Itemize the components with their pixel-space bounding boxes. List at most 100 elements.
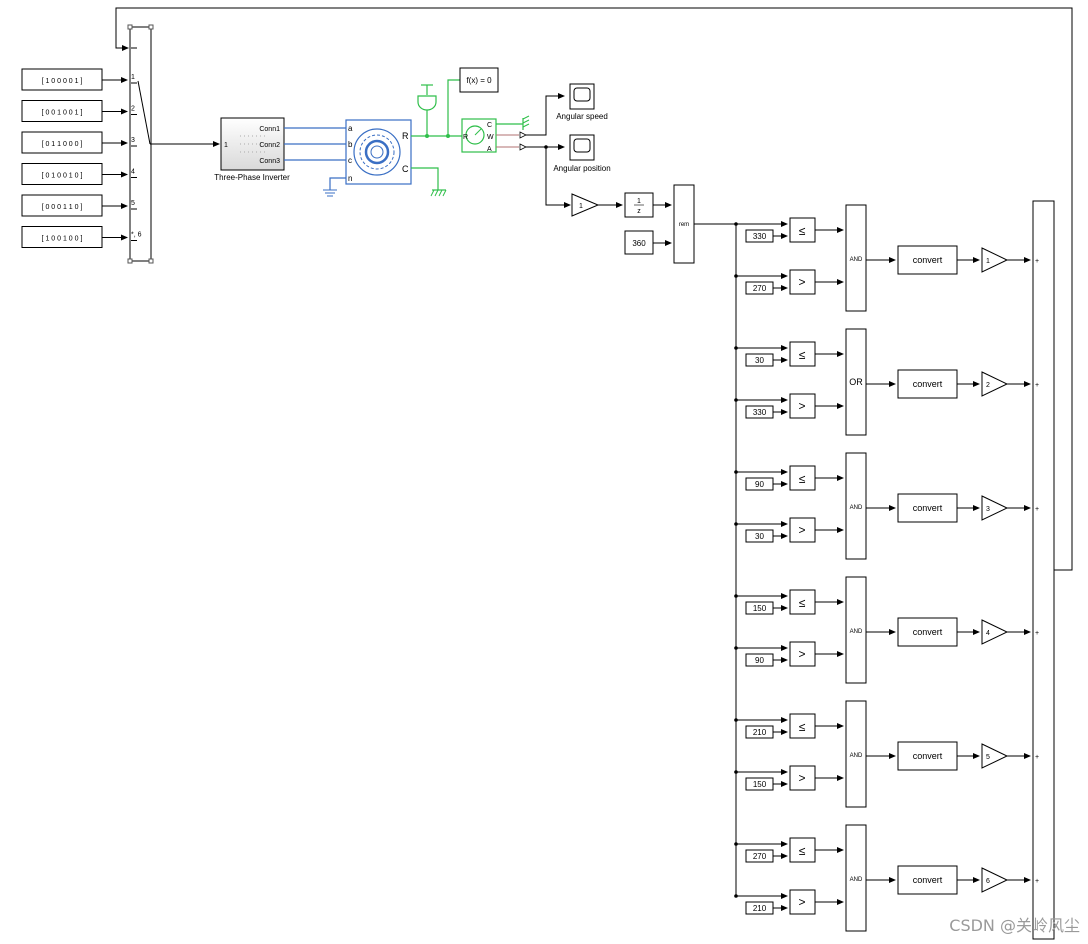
rem-block[interactable]: rem	[673, 184, 695, 264]
constant-210[interactable]: 210	[745, 725, 774, 739]
constant-vector-1[interactable]: [ 1 0 0 0 0 1 ]	[21, 68, 103, 91]
motor-port-c: c	[348, 156, 352, 165]
gain-6[interactable]: 6	[981, 867, 1009, 893]
constant-30[interactable]: 30	[745, 529, 774, 543]
constant-vector-label: [ 0 0 0 1 1 0 ]	[42, 204, 83, 211]
constant-30[interactable]: 30	[745, 353, 774, 367]
constant-vector-label: [ 0 1 1 0 0 0 ]	[42, 141, 83, 148]
constant-210[interactable]: 210	[745, 901, 774, 915]
gain-5[interactable]: 5	[981, 743, 1009, 769]
constant-vector-2[interactable]: [ 0 0 1 0 0 1 ]	[21, 100, 103, 122]
bldc-motor[interactable]: a b c n R C	[345, 119, 412, 185]
switch-port-label-1: 1	[131, 74, 135, 81]
compare-gt-block[interactable]: >	[789, 517, 816, 543]
data-type-convert-block[interactable]: convert	[897, 741, 958, 771]
constant-270[interactable]: 270	[745, 849, 774, 863]
gain-4[interactable]: 4	[981, 619, 1009, 645]
sum-input-sign: +	[1035, 754, 1039, 761]
constant-90[interactable]: 90	[745, 653, 774, 667]
sum-input-sign: +	[1035, 382, 1039, 389]
gain-3[interactable]: 3	[981, 495, 1009, 521]
convert-label: convert	[913, 627, 943, 637]
compare-gt-block[interactable]: >	[789, 641, 816, 667]
scope-angular-position[interactable]: Angular position	[553, 134, 611, 173]
constant-150[interactable]: 150	[745, 601, 774, 615]
sector-row-4: 150 90 ≤ > AND convert 4	[734, 576, 1031, 684]
watermark: CSDN @关岭风尘	[949, 916, 1080, 935]
constant-vector-6[interactable]: [ 1 0 0 1 0 0 ]	[21, 226, 103, 248]
compare-le-block[interactable]: ≤	[789, 217, 816, 243]
constant-330[interactable]: 330	[745, 229, 774, 243]
constant-label: 30	[755, 532, 764, 541]
compare-le-symbol: ≤	[799, 472, 806, 486]
compare-gt-symbol: >	[798, 399, 805, 413]
multiport-switch[interactable]	[127, 24, 154, 264]
compare-le-block[interactable]: ≤	[789, 465, 816, 491]
constant-90[interactable]: 90	[745, 477, 774, 491]
compare-le-block[interactable]: ≤	[789, 341, 816, 367]
sum-input-sign: +	[1035, 506, 1039, 513]
gain-label: 6	[986, 878, 990, 885]
compare-le-symbol: ≤	[799, 844, 806, 858]
compare-gt-symbol: >	[798, 771, 805, 785]
ps-converter-position[interactable]	[496, 143, 527, 151]
gain-2[interactable]: 2	[981, 371, 1009, 397]
ps-converter-speed[interactable]	[496, 131, 527, 139]
electrical-ground	[323, 189, 337, 197]
constant-vector-label: [ 0 0 1 0 0 1 ]	[42, 110, 83, 117]
scope-angular-speed[interactable]: Angular speed	[556, 83, 608, 121]
compare-le-symbol: ≤	[799, 596, 806, 610]
compare-le-symbol: ≤	[799, 720, 806, 734]
inverter-port-conn1: Conn1	[259, 126, 280, 133]
data-type-convert-block[interactable]: convert	[897, 865, 958, 895]
constant-vector-3[interactable]: [ 0 1 1 0 0 0 ]	[21, 131, 103, 154]
constant-label: 270	[753, 284, 767, 293]
logic-and-block[interactable]: AND	[845, 204, 867, 312]
data-type-convert-block[interactable]: convert	[897, 369, 958, 399]
gain-label: 2	[986, 382, 990, 389]
logic-and-block[interactable]: AND	[845, 452, 867, 560]
gain-1[interactable]: 1	[981, 247, 1009, 273]
constant-vector-4[interactable]: [ 0 1 0 0 1 0 ]	[21, 163, 103, 185]
constant-vector-5[interactable]: [ 0 0 0 1 1 0 ]	[21, 194, 103, 217]
solver-configuration[interactable]: f(x) = 0	[459, 67, 499, 93]
data-type-convert-block[interactable]: convert	[897, 245, 958, 275]
data-type-convert-block[interactable]: convert	[897, 617, 958, 647]
data-type-convert-block[interactable]: convert	[897, 493, 958, 523]
three-phase-inverter[interactable]: 1 Conn1 Conn2 Conn3 Three-Phase Inverter	[214, 117, 290, 182]
constant-330[interactable]: 330	[745, 405, 774, 419]
compare-gt-block[interactable]: >	[789, 269, 816, 295]
sum-block[interactable]	[1032, 200, 1055, 940]
speed-signal-wire	[526, 93, 565, 136]
switch-port-label-4: 4	[131, 169, 135, 176]
logic-and-block[interactable]: AND	[845, 576, 867, 684]
constant-270[interactable]: 270	[745, 281, 774, 295]
compare-le-block[interactable]: ≤	[789, 589, 816, 615]
logic-and-block[interactable]: AND	[845, 700, 867, 808]
compare-le-block[interactable]: ≤	[789, 837, 816, 863]
constant-label: 270	[753, 852, 767, 861]
constant-label: 330	[753, 408, 767, 417]
inverter-port-conn2: Conn2	[259, 142, 280, 149]
compare-gt-symbol: >	[798, 523, 805, 537]
gain-main[interactable]: 1	[571, 193, 600, 217]
constant-360[interactable]: 360	[624, 230, 654, 255]
sector-row-6: 270 210 ≤ > AND convert 6	[734, 824, 1031, 932]
compare-gt-block[interactable]: >	[789, 393, 816, 419]
compare-le-block[interactable]: ≤	[789, 713, 816, 739]
logic-or-block[interactable]: OR	[845, 328, 867, 436]
motion-sensor[interactable]: R C W A	[461, 118, 497, 153]
sum-input-sign: +	[1035, 878, 1039, 885]
sensor-port-r: R	[463, 134, 468, 141]
logic-and-block[interactable]: AND	[845, 824, 867, 932]
sensor-port-w: W	[487, 134, 494, 141]
feedback-wire	[115, 7, 1073, 571]
compare-gt-block[interactable]: >	[789, 889, 816, 915]
inverter-motor-wires	[284, 127, 346, 190]
constant-150[interactable]: 150	[745, 777, 774, 791]
compare-gt-block[interactable]: >	[789, 765, 816, 791]
delay-num: 1	[637, 198, 641, 205]
gain-label: 1	[986, 258, 990, 265]
constant-vector-label: [ 1 0 0 0 0 1 ]	[42, 78, 83, 85]
unit-delay[interactable]: 1 z	[624, 192, 654, 218]
